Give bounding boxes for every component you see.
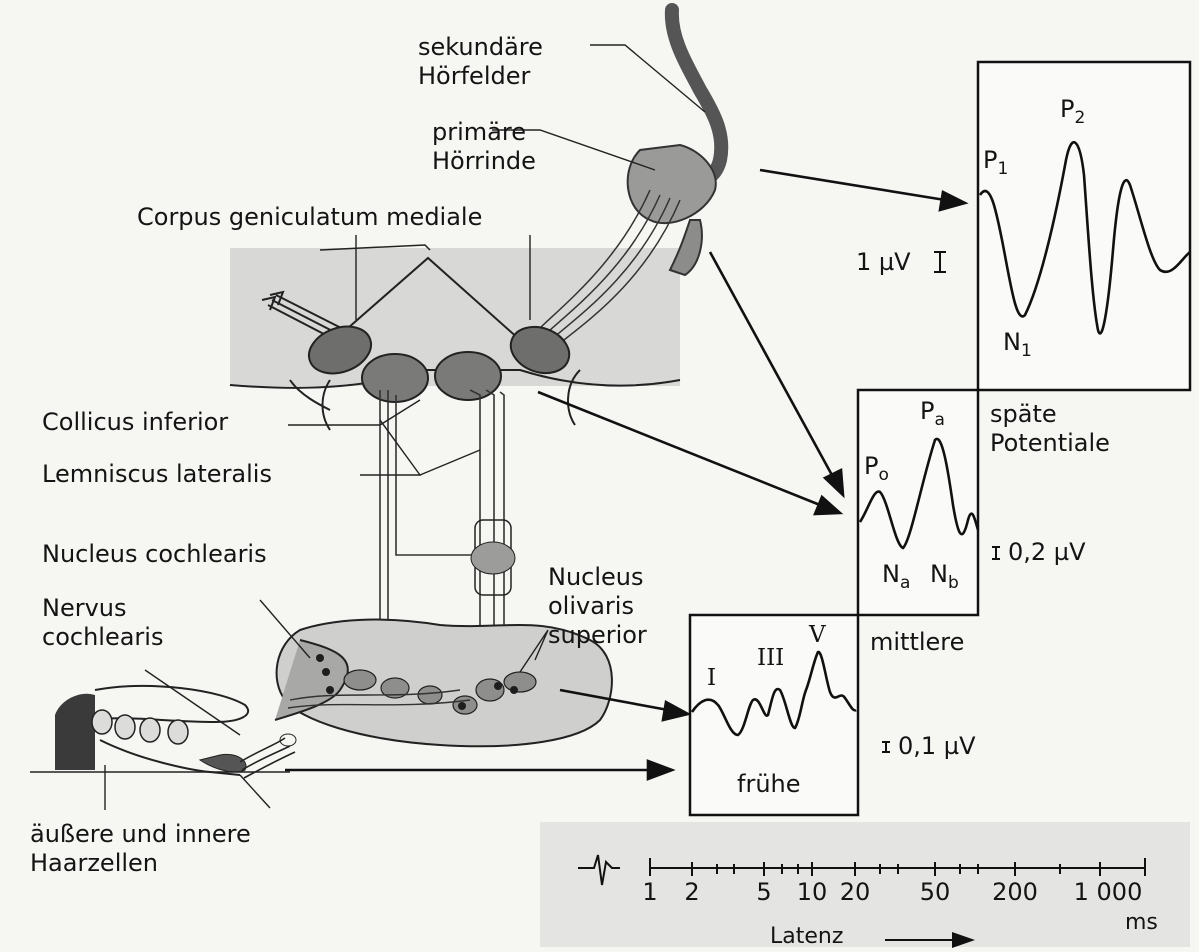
label-primary-cortex: primäre Hörrinde	[432, 118, 536, 176]
peak-iii: III	[757, 645, 784, 671]
peak-p2: P2	[1060, 95, 1085, 127]
late-panel-title: späte Potentiale	[990, 400, 1110, 458]
label-hair-cells: äußere und innere Haarzellen	[30, 820, 251, 878]
label-nervus-cochlearis: Nervus cochlearis	[42, 594, 163, 652]
peak-pa: Pa	[920, 397, 945, 429]
axis-tick-label: 1 000	[1063, 878, 1153, 906]
early-scale-label: 0,1 µV	[898, 732, 975, 761]
peak-i: I	[707, 665, 716, 691]
axis-tick-label: 200	[975, 878, 1055, 906]
middle-scale-label: 0,2 µV	[1008, 538, 1085, 567]
label-corpus-geniculatum: Corpus geniculatum mediale	[137, 203, 482, 232]
axis-unit: ms	[1125, 908, 1158, 937]
axis-tick-label: 50	[895, 878, 975, 906]
peak-p1: P1	[983, 146, 1008, 178]
late-scale-label: 1 µV	[856, 248, 911, 277]
label-lemniscus-lateralis: Lemniscus lateralis	[42, 460, 272, 489]
peak-po: Po	[864, 452, 889, 484]
peak-v: V	[809, 622, 826, 648]
peak-n1: N1	[1003, 328, 1032, 360]
axis-tick-label: 20	[815, 878, 895, 906]
peak-nb: Nb	[930, 560, 959, 592]
label-nucleus-olivaris: Nucleus olivaris superior	[548, 563, 647, 650]
early-panel-title: frühe	[737, 770, 801, 799]
peak-na: Na	[882, 560, 910, 592]
label-nucleus-cochlearis: Nucleus cochlearis	[42, 540, 267, 569]
axis-label: Latenz	[770, 922, 843, 951]
middle-panel-title: mittlere	[870, 628, 964, 657]
label-secondary-areas: sekundäre Hörfelder	[418, 33, 543, 91]
label-colliculus-inferior: Collicus inferior	[42, 408, 228, 437]
axis-tick-label: 2	[652, 878, 732, 906]
